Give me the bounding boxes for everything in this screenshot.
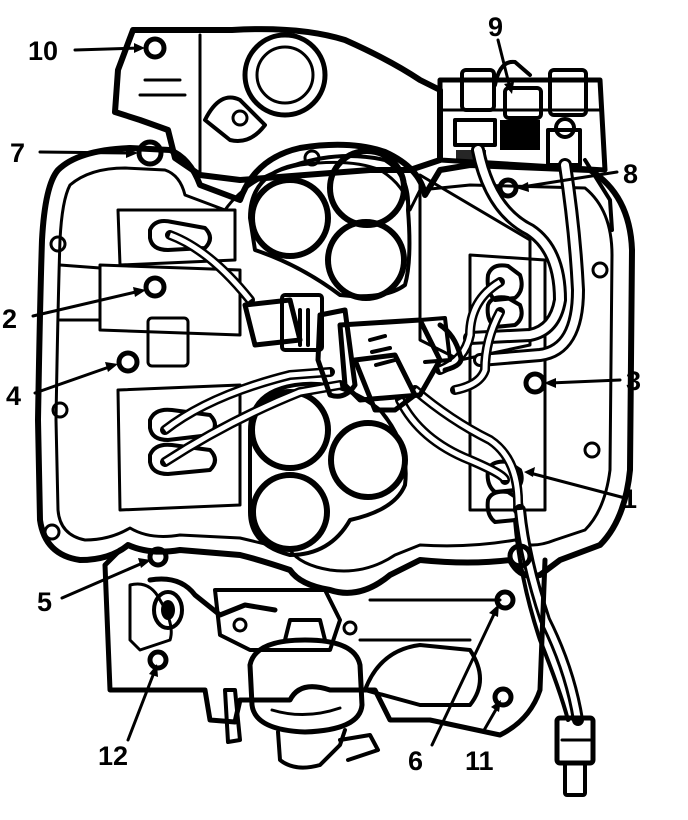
callout-9: 9	[488, 12, 503, 42]
central-connector	[242, 293, 464, 413]
fuel-connector-block	[437, 59, 614, 232]
callout-1: 1	[622, 484, 637, 514]
callout-3: 3	[626, 366, 641, 396]
upper-throttle-bores	[248, 148, 412, 301]
callout-4: 4	[6, 381, 21, 411]
callout-8: 8	[623, 159, 638, 189]
callout-11: 11	[465, 746, 494, 776]
callout-10: 10	[28, 36, 58, 66]
left-injector-clips	[148, 219, 217, 476]
callout-6: 6	[408, 746, 423, 776]
callout-2: 2	[2, 304, 17, 334]
vacuum-hoses	[463, 143, 585, 367]
leader-arrows	[31, 38, 627, 747]
wiring-harness	[160, 230, 584, 726]
callout-12: 12	[98, 741, 128, 771]
callout-7: 7	[10, 138, 25, 168]
harness-end-connector	[554, 715, 596, 797]
idle-air-control-valve	[223, 618, 380, 770]
callout-labels: 1 2 3 4 5 6 7 8 9 10 11 12	[2, 12, 641, 776]
upper-plate	[112, 26, 443, 183]
callout-5: 5	[37, 587, 52, 617]
